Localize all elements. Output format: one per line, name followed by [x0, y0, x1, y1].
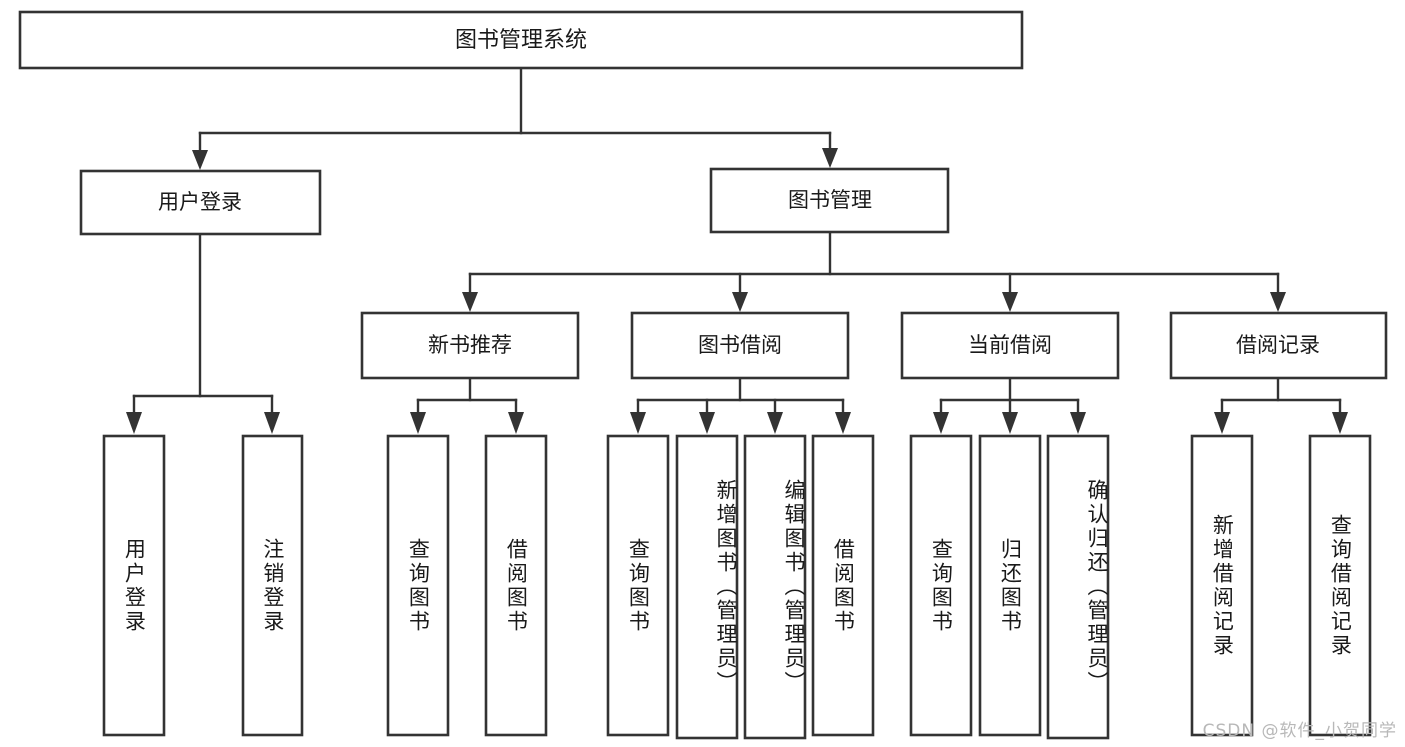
node-leaf-query-record-box[interactable] — [1308, 434, 1372, 737]
node-current-borrow-box[interactable] — [900, 311, 1120, 380]
arrowhead-record — [1270, 292, 1286, 312]
arrowhead-book-mgmt — [822, 148, 838, 168]
arrowhead-leaf-b1 — [630, 412, 646, 434]
arrowhead-leaf-b4 — [835, 412, 851, 434]
node-user-login-label: 用户登录 — [158, 190, 242, 214]
node-book-borrow-label: 图书借阅 — [698, 333, 782, 357]
arrowhead-leaf-r1 — [1214, 412, 1230, 434]
node-leaf-logout-box[interactable] — [241, 434, 304, 737]
node-borrow-record[interactable]: 借阅记录 — [1169, 311, 1388, 380]
node-leaf-borrow-book-borrow-box[interactable] — [811, 434, 875, 737]
arrowhead-leaf-u2 — [264, 412, 280, 434]
node-book-borrow-box[interactable] — [630, 311, 850, 380]
arrowhead-leaf-n1 — [410, 412, 426, 434]
arrowhead-borrow — [732, 292, 748, 312]
arrowhead-leaf-c1 — [933, 412, 949, 434]
node-root-box[interactable] — [18, 10, 1024, 70]
node-new-book-recommend[interactable]: 新书推荐 — [360, 311, 580, 380]
node-leaf-add-book-admin-box[interactable] — [675, 434, 739, 740]
arrowhead-leaf-r2 — [1332, 412, 1348, 434]
node-root-label: 图书管理系统 — [455, 28, 587, 53]
arrowhead-leaf-c2 — [1002, 412, 1018, 434]
watermark: CSDN @软件_小贺同学 — [1202, 721, 1397, 741]
node-new-book-recommend-box[interactable] — [360, 311, 580, 380]
arrowhead-leaf-b3 — [767, 412, 783, 434]
node-new-book-recommend-label: 新书推荐 — [428, 333, 512, 357]
arrowhead-leaf-b2 — [699, 412, 715, 434]
arrowhead-current — [1002, 292, 1018, 312]
node-borrow-record-box[interactable] — [1169, 311, 1388, 380]
arrowhead-leaf-c3 — [1070, 412, 1086, 434]
node-book-management-label: 图书管理 — [788, 188, 872, 212]
node-leaf-query-book-current-box[interactable] — [909, 434, 973, 737]
node-user-login-box[interactable] — [79, 169, 322, 236]
node-leaf-confirm-return-admin-box[interactable] — [1046, 434, 1110, 740]
node-user-login[interactable]: 用户登录 — [79, 169, 322, 236]
node-leaf-query-book-new-box[interactable] — [386, 434, 450, 737]
arrowhead-new-book — [462, 292, 478, 312]
node-book-management-box[interactable] — [709, 167, 950, 234]
node-book-borrow[interactable]: 图书借阅 — [630, 311, 850, 380]
node-leaf-user-login-box[interactable] — [102, 434, 166, 737]
node-borrow-record-label: 借阅记录 — [1236, 333, 1320, 357]
node-leaf-borrow-book-new-box[interactable] — [484, 434, 548, 737]
node-root[interactable]: 图书管理系统 — [18, 10, 1024, 70]
node-current-borrow[interactable]: 当前借阅 — [900, 311, 1120, 380]
connector-group — [126, 66, 1348, 434]
node-leaf-edit-book-admin-box[interactable] — [743, 434, 807, 740]
arrowhead-leaf-u1 — [126, 412, 142, 434]
node-leaf-return-book-box[interactable] — [978, 434, 1042, 737]
arrowhead-user-login — [192, 150, 208, 170]
node-leaf-query-book-borrow-box[interactable] — [606, 434, 670, 737]
node-book-management[interactable]: 图书管理 — [709, 167, 950, 234]
arrowhead-leaf-n2 — [508, 412, 524, 434]
node-leaf-add-record-box[interactable] — [1190, 434, 1254, 737]
node-current-borrow-label: 当前借阅 — [968, 333, 1052, 357]
